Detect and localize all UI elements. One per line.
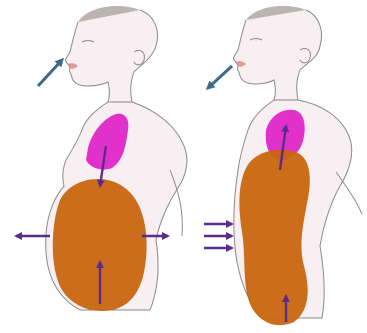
- airflow-in-arrow: [38, 60, 62, 86]
- arm-right: [336, 172, 362, 214]
- head-left: [65, 10, 157, 102]
- head-right: [233, 10, 321, 100]
- figure-exhalation: [204, 6, 362, 325]
- airflow-out-arrow: [208, 66, 232, 88]
- figure-inhalation: [16, 6, 187, 311]
- abdomen-right: [239, 150, 309, 325]
- abdomen-inward-arrows: [204, 224, 232, 248]
